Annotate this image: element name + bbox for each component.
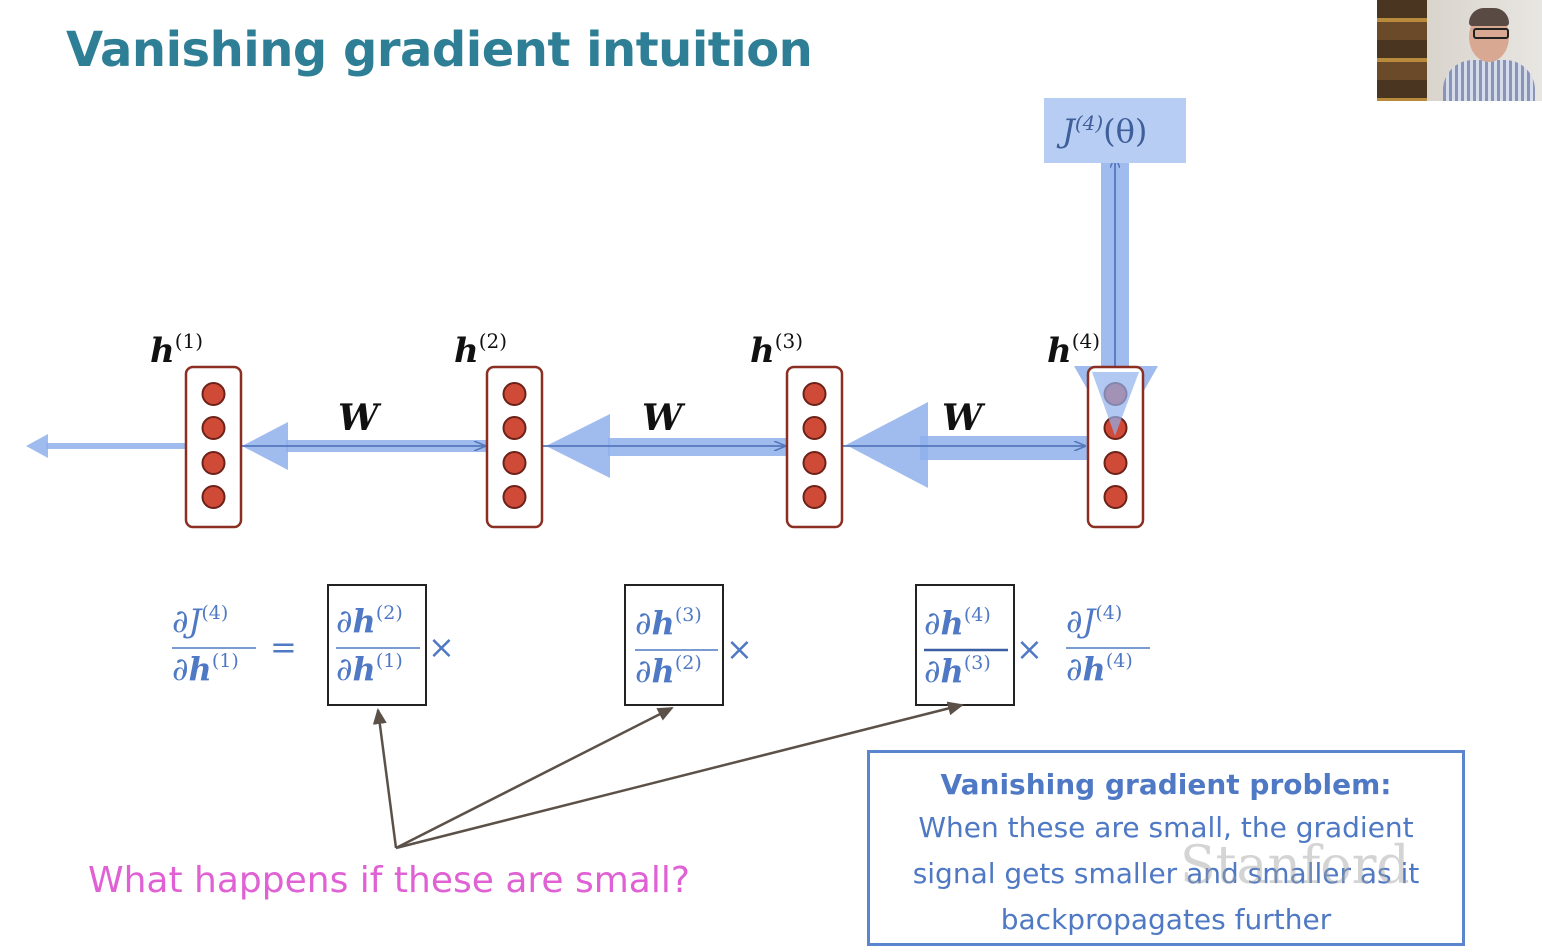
gradient-arrow-3-2 xyxy=(608,438,786,456)
weight-labels: W W W xyxy=(338,397,986,439)
presenter-shirt xyxy=(1443,60,1535,101)
svg-text:∂h(3): ∂h(3) xyxy=(924,652,991,690)
pointer-arrows xyxy=(372,701,964,850)
lhs-fraction: ∂J(4) ∂h(1) xyxy=(172,602,256,688)
svg-text:∂h(1): ∂h(1) xyxy=(172,650,239,688)
hidden-state-2 xyxy=(485,365,544,529)
chain-rule-equation: ∂J(4) ∂h(1) = ∂h(2) ∂h(1) × ∂h(3) ∂h(2) … xyxy=(172,584,1150,706)
times-1: × xyxy=(428,628,455,666)
pointer-arrow-1 xyxy=(372,708,398,849)
h2-label: h(2) xyxy=(454,329,507,371)
stanford-watermark: Stanford xyxy=(1180,836,1410,896)
problem-title: Vanishing gradient problem: xyxy=(940,768,1392,801)
svg-text:∂h(1): ∂h(1) xyxy=(336,650,403,688)
hidden-labels: h(1) h(2) h(3) h(4) xyxy=(150,329,1100,371)
presenter-glasses xyxy=(1473,28,1509,39)
equals-sign: = xyxy=(270,628,297,666)
svg-text:∂h(2): ∂h(2) xyxy=(336,602,403,640)
pointer-arrow-3 xyxy=(395,701,964,850)
h4-label: h(4) xyxy=(1047,329,1100,371)
loss-arg: (θ) xyxy=(1103,112,1147,150)
loss-node: J(4)(θ) xyxy=(1044,98,1186,163)
presenter-hair xyxy=(1469,8,1509,26)
loss-symbol: J xyxy=(1056,112,1077,150)
problem-box: Vanishing gradient problem: When these a… xyxy=(867,750,1465,946)
svg-text:∂h(3): ∂h(3) xyxy=(635,604,702,642)
bookshelf xyxy=(1377,0,1427,101)
svg-text:J(4)(θ): J(4)(θ) xyxy=(1056,111,1147,150)
hidden-state-4 xyxy=(1086,365,1145,529)
last-fraction: ∂J(4) ∂h(4) xyxy=(1066,602,1150,688)
times-2: × xyxy=(726,630,753,668)
slide-title: Vanishing gradient intuition xyxy=(66,22,813,78)
pointer-arrow-2 xyxy=(395,706,674,850)
weight-label-2: W xyxy=(642,397,686,439)
svg-text:∂J(4): ∂J(4) xyxy=(172,602,228,640)
svg-text:∂h(4): ∂h(4) xyxy=(924,604,991,642)
gradient-arrow-1-out xyxy=(46,443,186,449)
hidden-states xyxy=(184,365,1145,529)
loss-sup: (4) xyxy=(1075,111,1103,135)
h1-label: h(1) xyxy=(150,329,203,371)
svg-text:∂h(2): ∂h(2) xyxy=(635,652,702,690)
problem-text: When these are small, the gradient signa… xyxy=(912,811,1420,936)
factor-1: ∂h(2) ∂h(1) xyxy=(327,584,427,706)
factor-2: ∂h(3) ∂h(2) xyxy=(624,584,724,706)
gradient-arrow-4-3-head xyxy=(846,402,928,488)
forward-arrows xyxy=(242,158,1115,446)
gradient-arrow-4-3 xyxy=(920,436,1088,460)
factor-3: ∂h(4) ∂h(3) xyxy=(915,584,1015,706)
svg-text:∂J(4): ∂J(4) xyxy=(1066,602,1122,640)
h3-label: h(3) xyxy=(750,329,803,371)
hidden-state-1 xyxy=(184,365,243,529)
webcam-overlay xyxy=(1377,0,1542,101)
weight-label-3: W xyxy=(942,397,986,439)
hidden-state-3 xyxy=(785,365,844,529)
gradient-arrow-1-out-head xyxy=(26,434,48,458)
svg-text:∂h(4): ∂h(4) xyxy=(1066,650,1133,688)
times-3: × xyxy=(1016,630,1043,668)
question-text: What happens if these are small? xyxy=(88,860,690,901)
weight-label-1: W xyxy=(338,397,382,439)
